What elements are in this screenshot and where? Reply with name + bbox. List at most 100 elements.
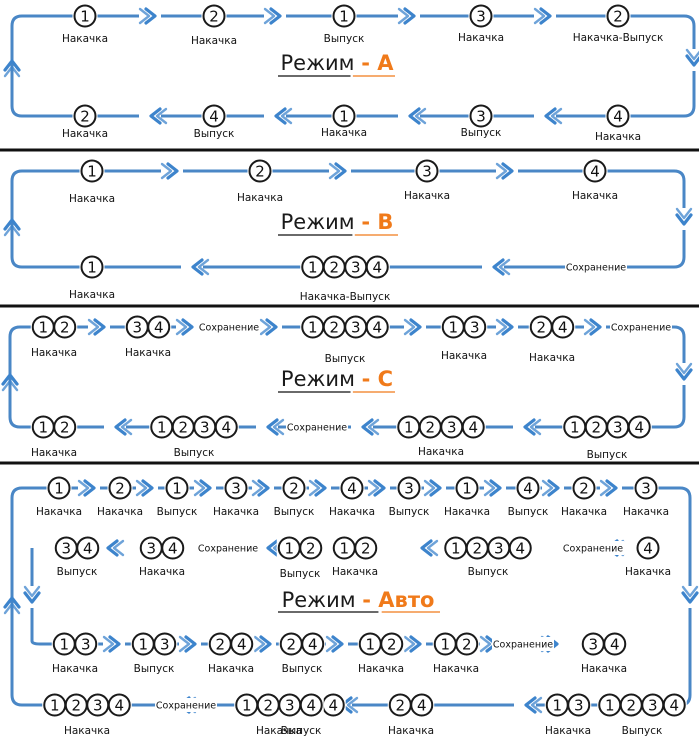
valve-number: 2	[178, 419, 188, 437]
mode-heading-letter: - B	[361, 210, 393, 234]
arrow-head-icon	[266, 418, 279, 436]
valve-number: 4	[209, 108, 219, 126]
node-label: Накачка	[52, 663, 98, 675]
save-label: Сохранение	[611, 323, 671, 334]
arrow-tail-icon	[102, 635, 115, 653]
valve-circle	[161, 536, 185, 560]
valve-number: 1	[462, 480, 472, 498]
valve-number: 3	[93, 697, 103, 715]
valve-circle	[380, 632, 404, 656]
section-separator	[0, 461, 699, 465]
valve-circle	[332, 4, 356, 28]
arrow-tail-icon	[541, 479, 554, 497]
arrow-head-icon	[605, 479, 618, 497]
valve-number: 3	[447, 419, 457, 437]
valve-number: 3	[146, 540, 156, 558]
valve-number: 1	[365, 636, 375, 654]
arrow-tail-icon	[175, 318, 188, 336]
valve-number: 2	[361, 540, 371, 558]
node-label: Накачка	[208, 663, 254, 675]
valve-number: 3	[470, 319, 480, 337]
mode-heading-letter: - A	[361, 51, 394, 75]
node-label: Накачка	[418, 446, 464, 458]
valve-circle	[572, 476, 596, 500]
node-label: Накачка	[433, 663, 479, 675]
valve-number: 4	[372, 259, 382, 277]
arrow-head-icon	[257, 479, 270, 497]
save-label: Сохранение	[287, 423, 347, 434]
arrow-head-icon	[141, 479, 154, 497]
mode-heading-word: Режим	[282, 588, 356, 612]
arrow-head-icon	[681, 591, 699, 604]
valve-number: 4	[468, 419, 478, 437]
arrow-tail-icon	[328, 162, 341, 180]
mode-loop-track	[30, 548, 560, 646]
arrow-tail-icon	[3, 65, 21, 78]
valve-number: 3	[613, 419, 623, 437]
valve-number: 2	[215, 636, 225, 654]
arrow-tail-icon	[681, 585, 699, 598]
node-label: Выпуск	[324, 33, 365, 45]
arrow-tail-icon	[77, 479, 90, 497]
valve-number: 1	[157, 419, 167, 437]
valve-number: 1	[339, 8, 349, 26]
node-label: Выпуск	[194, 128, 235, 140]
arrow-head-icon	[361, 418, 374, 436]
arrow-tail-icon	[325, 635, 338, 653]
valve-circle	[410, 693, 434, 717]
valve-number: 3	[422, 163, 432, 181]
valve-circle	[332, 104, 356, 128]
valve-number: 2	[462, 636, 472, 654]
valve-number: 1	[38, 419, 48, 437]
arrow-tail-icon	[550, 107, 563, 125]
valve-circle	[627, 415, 651, 439]
valve-number: 4	[114, 697, 124, 715]
arrow-head-icon	[544, 107, 557, 125]
valve-number: 4	[83, 540, 93, 558]
node-label: Накачка	[329, 506, 375, 518]
node-label: Выпуск	[174, 447, 215, 459]
valve-number: 3	[231, 480, 241, 498]
node-label: Накачка	[69, 193, 115, 205]
arrow-head-icon	[3, 596, 21, 609]
arrow-head-icon	[409, 318, 422, 336]
valve-number: 4	[515, 540, 525, 558]
valve-number: 2	[472, 540, 482, 558]
valve-circle	[202, 104, 226, 128]
valve-number: 3	[494, 540, 504, 558]
section-separator	[0, 148, 699, 152]
node-label: Накачка	[31, 347, 77, 359]
arrow-tail-icon	[346, 696, 359, 714]
valve-number: 2	[395, 697, 405, 715]
arrow-tail-icon	[599, 479, 612, 497]
arrow-tail-icon	[479, 635, 492, 653]
arrow-head-icon	[83, 479, 96, 497]
arrow-tail-icon	[272, 418, 285, 436]
arrow-tail-icon	[193, 479, 206, 497]
valve-circle	[153, 632, 177, 656]
node-label: Накачка	[572, 190, 618, 202]
node-label: Выпуск	[508, 506, 549, 518]
node-label: Выпуск	[157, 506, 198, 518]
arrow-head-icon	[524, 696, 537, 714]
arrow-head-icon	[93, 318, 106, 336]
arrow-head-icon	[373, 479, 386, 497]
save-label-bg	[565, 260, 627, 274]
